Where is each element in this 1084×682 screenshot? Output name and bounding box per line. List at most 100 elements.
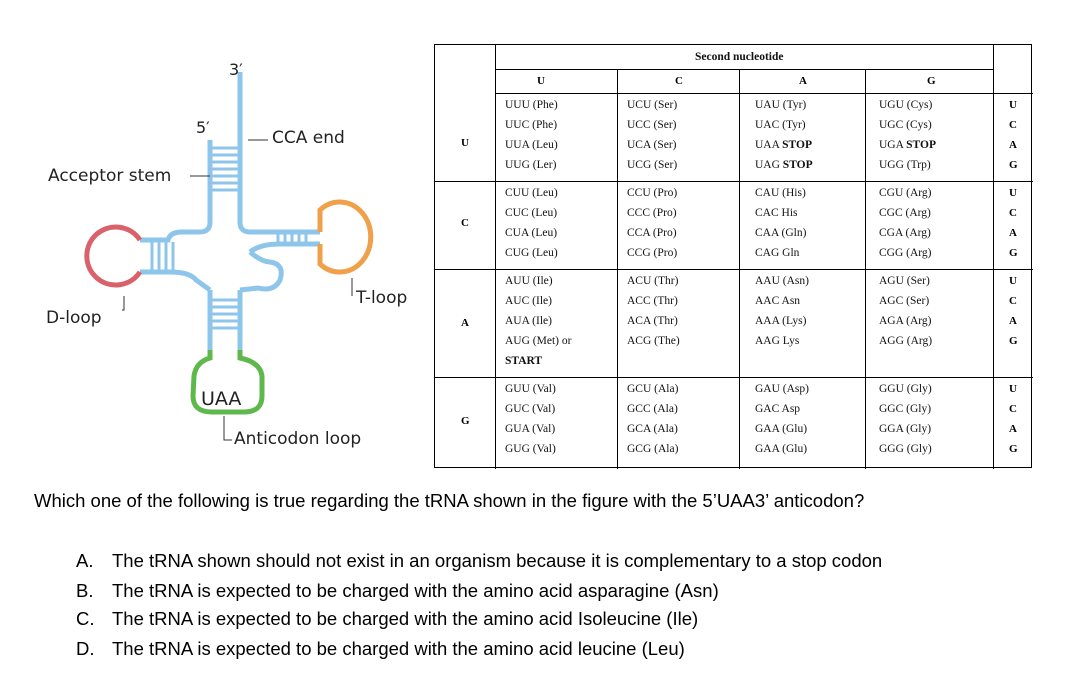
third-nucleotide-label: U <box>1009 99 1017 111</box>
codon-cell: GCG (Ala) <box>627 443 679 455</box>
cca-end-label: CCA end <box>272 128 345 148</box>
option-text: The tRNA is expected to be charged with … <box>112 608 699 629</box>
option-text: The tRNA shown should not exist in an or… <box>112 550 883 571</box>
first-nucleotide-label: G <box>461 415 470 427</box>
second-nucleotide-header: C <box>675 75 683 87</box>
codon-cell: CUC (Leu) <box>505 207 558 219</box>
row-divider-1 <box>435 181 1033 182</box>
codon-cell: AAU (Asn) <box>755 275 809 287</box>
option-letter: B. <box>76 580 94 601</box>
codon-cell: CCU (Pro) <box>627 187 678 199</box>
codon-cell: UAA STOP <box>755 139 812 151</box>
t-loop <box>317 199 374 275</box>
codon-cell: UUU (Phe) <box>505 99 558 111</box>
option-text: The tRNA is expected to be charged with … <box>112 580 719 601</box>
third-nucleotide-label: A <box>1009 139 1017 151</box>
codon-cell: AAA (Lys) <box>755 315 807 327</box>
third-nucleotide-label: U <box>1009 275 1017 287</box>
d-loop <box>84 224 143 288</box>
codon-cell: GGC (Gly) <box>879 403 932 415</box>
codon-cell: UCA (Ser) <box>627 139 677 151</box>
third-nucleotide-label: U <box>1009 187 1017 199</box>
row-divider-2 <box>435 269 1033 270</box>
codon-cell: UCU (Ser) <box>627 99 678 111</box>
codon-cell: AGU (Ser) <box>879 275 930 287</box>
codon-cell: UAU (Tyr) <box>755 99 807 111</box>
codon-cell: GAA (Glu) <box>755 443 808 455</box>
leader-lines <box>122 139 353 441</box>
third-nucleotide-label: C <box>1009 119 1017 131</box>
second-nucleotide-header: G <box>927 75 936 87</box>
codon-cell: GAC Asp <box>755 403 801 415</box>
codon-cell: AUG (Met) or <box>505 335 572 347</box>
codon-cell: AGG (Arg) <box>879 335 933 347</box>
codon-cell: UGA STOP <box>879 139 936 151</box>
codon-cell: AUU (Ile) <box>505 275 553 287</box>
third-nucleotide-label: G <box>1009 247 1018 259</box>
answer-option[interactable]: B. The tRNA is expected to be charged wit… <box>76 580 719 602</box>
base-pairs <box>150 146 308 330</box>
trna-cloverleaf <box>84 72 374 441</box>
codon-cell: GCU (Ala) <box>627 383 679 395</box>
codon-cell: GUA (Val) <box>505 423 556 435</box>
codon-cell: UGU (Cys) <box>879 99 933 111</box>
codon-cell: ACG (The) <box>627 335 680 347</box>
codon-cell: START <box>505 355 543 367</box>
t-loop-label: T-loop <box>356 288 408 308</box>
d-loop-label: D-loop <box>46 308 102 328</box>
codon-cell: GGA (Gly) <box>879 423 932 435</box>
first-col-divider <box>495 45 496 469</box>
third-nucleotide-label: G <box>1009 159 1018 171</box>
codon-cell: AGA (Arg) <box>879 315 932 327</box>
codon-cell: UAC (Tyr) <box>755 119 806 131</box>
header-divider <box>495 93 1033 94</box>
option-letter: C. <box>76 608 95 629</box>
second-nucleotide-header: U <box>537 75 545 87</box>
second-nucleotide-header: A <box>799 75 807 87</box>
codon-cell: GAA (Glu) <box>755 423 808 435</box>
codon-cell: CCG (Pro) <box>627 247 678 259</box>
codon-cell: GUU (Val) <box>505 383 556 395</box>
first-nucleotide-label: C <box>461 217 469 229</box>
answer-option[interactable]: C. The tRNA is expected to be charged wit… <box>76 608 698 630</box>
third-nucleotide-label: C <box>1009 403 1017 415</box>
codon-cell: GCC (Ala) <box>627 403 678 415</box>
third-nucleotide-label: G <box>1009 443 1018 455</box>
option-letter: D. <box>76 638 95 659</box>
option-text: The tRNA is expected to be charged with … <box>112 638 685 659</box>
last-col-divider <box>993 45 994 469</box>
third-nucleotide-label: A <box>1009 227 1017 239</box>
title-divider <box>495 69 993 70</box>
codon-cell: UGC (Cys) <box>879 119 932 131</box>
answer-option[interactable]: D. The tRNA is expected to be charged wit… <box>76 638 685 660</box>
codon-cell: AUC (Ile) <box>505 295 552 307</box>
third-nucleotide-label: A <box>1009 423 1017 435</box>
codon-cell: GUG (Val) <box>505 443 556 455</box>
three-prime-label: 3′ <box>229 60 243 79</box>
codon-cell: AAC Asn <box>755 295 801 307</box>
codon-cell: ACC (Thr) <box>627 295 678 307</box>
codon-cell: UAG STOP <box>755 159 813 171</box>
codon-cell: AAG Lys <box>755 335 800 347</box>
anticodon-sequence-label: UAA <box>201 388 242 410</box>
third-nucleotide-label: C <box>1009 207 1017 219</box>
codon-table-title: Second nucleotide <box>695 51 784 63</box>
answer-option[interactable]: A.The tRNA shown should not exist in an … <box>76 550 882 572</box>
codon-cell: UUA (Leu) <box>505 139 558 151</box>
codon-cell: AUA (Ile) <box>505 315 552 327</box>
codon-cell: CAG Gln <box>755 247 800 259</box>
codon-cell: UCC (Ser) <box>627 119 677 131</box>
codon-cell: CGU (Arg) <box>879 187 932 199</box>
codon-cell: CCA (Pro) <box>627 227 677 239</box>
variable-loop <box>239 250 284 293</box>
codon-cell: CAA (Gln) <box>755 227 807 239</box>
codon-cell: AGC (Ser) <box>879 295 930 307</box>
codon-cell: UCG (Ser) <box>627 159 678 171</box>
codon-cell: ACU (Thr) <box>627 275 679 287</box>
codon-cell: CUG (Leu) <box>505 247 558 259</box>
acceptor-stem-label: Acceptor stem <box>48 166 172 186</box>
row-divider-3 <box>435 377 1033 378</box>
codon-cell: CAU (His) <box>755 187 806 199</box>
codon-cell: GCA (Ala) <box>627 423 678 435</box>
